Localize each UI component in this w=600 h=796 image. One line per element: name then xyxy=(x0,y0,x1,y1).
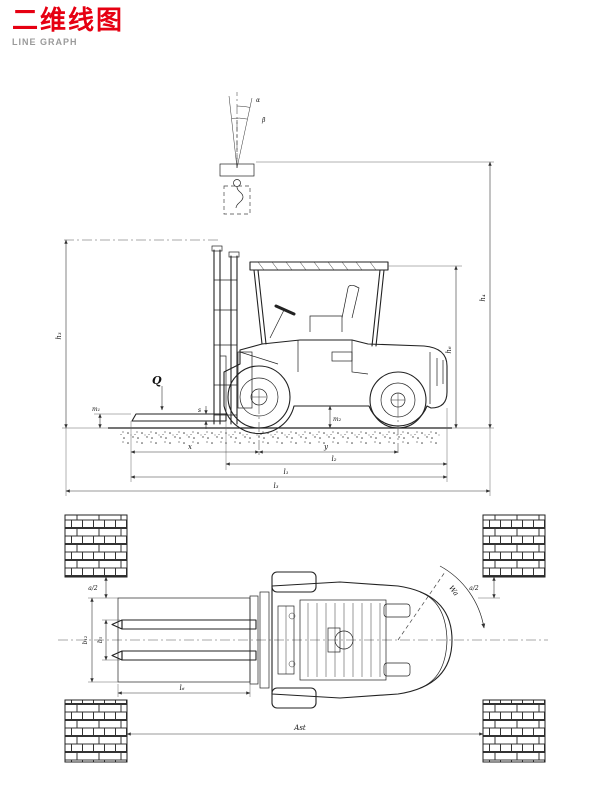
forks-plan xyxy=(111,591,270,689)
dim-label-beta: β xyxy=(261,117,266,124)
dim-label-wa: Wa xyxy=(447,584,460,597)
operator-area xyxy=(269,284,360,339)
guard-roof-plan xyxy=(299,599,387,681)
dim-label-a2-left: a/2 xyxy=(88,585,98,592)
steer-wheel-bottom-plan xyxy=(383,662,411,677)
dim-label-m2: m₂ xyxy=(333,416,342,423)
turning-radius: Wa xyxy=(397,565,486,641)
brick-stack-bottom-right xyxy=(482,699,546,763)
dim-label-b5: b₅ xyxy=(97,636,104,643)
steering-wheel xyxy=(274,304,296,316)
dim-label-l3: l₃ xyxy=(273,482,278,490)
dim-label-h6: h₆ xyxy=(445,346,453,354)
dim-label-h4: h₄ xyxy=(479,294,487,302)
dim-label-s: s xyxy=(198,407,201,414)
brick-stack-top-right xyxy=(482,514,546,578)
dim-label-a2-right: a/2 xyxy=(469,585,479,592)
dim-label-l1: l₁ xyxy=(283,468,288,476)
dim-label-y: y xyxy=(323,443,329,451)
brick-stack-bottom-left xyxy=(64,699,128,763)
fork-carriage xyxy=(131,351,253,422)
horizontal-dimensions: x y l₂ l₁ l₃ xyxy=(65,443,491,493)
page-subtitle: LINE GRAPH xyxy=(12,37,78,48)
brick-stack-top-left xyxy=(64,514,128,578)
ground-hatch xyxy=(108,427,452,444)
dim-label-ast: Ast xyxy=(293,724,306,732)
plan-dimensions: a/2 a/2 b₁₂ b₅ l₆ Ast xyxy=(82,576,500,736)
load-capacity-mark: Q xyxy=(152,374,164,411)
side-view: α β xyxy=(55,92,494,496)
extension-lines xyxy=(62,161,494,496)
vertical-dimensions: h₃ m₁ s m₂ h₆ h₄ xyxy=(55,161,492,429)
dim-label-b12: b₁₂ xyxy=(82,635,89,644)
dim-label-l6: l₆ xyxy=(179,684,184,692)
mast-tilt-fan: α β xyxy=(228,92,266,169)
steer-wheel-top-plan xyxy=(383,603,411,618)
dim-label-alpha: α xyxy=(256,97,260,104)
truck-body-plan xyxy=(271,571,453,709)
plan-view: Wa a/2 a/2 b₁₂ b₅ l₆ Ast xyxy=(58,514,548,763)
overhead-guard xyxy=(249,261,389,347)
mast xyxy=(211,245,279,425)
raised-carriage xyxy=(219,120,255,215)
dim-label-m1: m₁ xyxy=(92,406,100,413)
dim-label-h3: h₃ xyxy=(55,332,63,340)
front-wheel-top-plan xyxy=(271,571,317,593)
dim-label-x: x xyxy=(188,443,192,451)
dim-label-load-q: Q xyxy=(152,374,162,387)
steering-wheel-plan xyxy=(334,630,354,650)
dim-label-l2: l₂ xyxy=(331,455,336,463)
front-wheel-bottom-plan xyxy=(271,687,317,709)
load-stacks xyxy=(64,514,546,763)
page-title: 二维线图 xyxy=(12,6,125,36)
page-header: 二维线图 LINE GRAPH xyxy=(12,6,125,48)
rear-wheel xyxy=(369,371,427,429)
